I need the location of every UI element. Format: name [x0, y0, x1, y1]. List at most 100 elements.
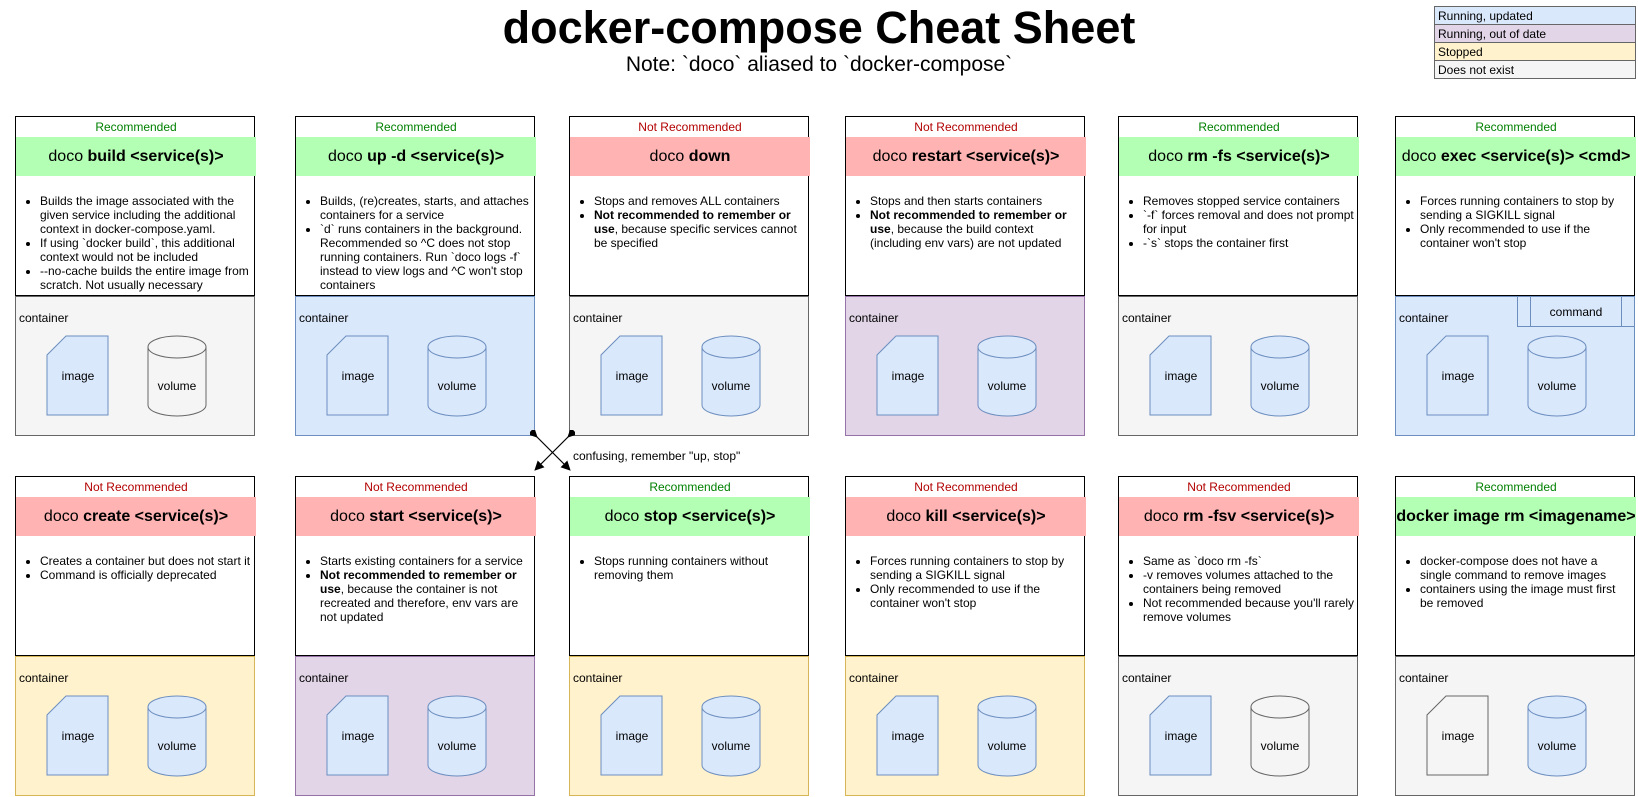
recommendation-label: Not Recommended — [364, 480, 468, 494]
description-bullet: Starts existing containers for a service — [320, 554, 532, 568]
command-prefix: doco — [1401, 148, 1441, 165]
bullet-text: `-f` forces removal and does not prompt … — [1143, 208, 1354, 236]
image-shape: image — [1149, 335, 1213, 417]
command-title: doco build <service(s)> — [16, 137, 256, 176]
recommendation-label: Recommended — [95, 120, 177, 134]
image-label: image — [61, 729, 95, 743]
recommendation-label: Recommended — [1198, 120, 1280, 134]
volume-cylinder-icon — [701, 335, 761, 417]
bullet-text: Forces running containers to stop by sen… — [1420, 194, 1615, 222]
bullet-text: Forces running containers to stop by sen… — [870, 554, 1065, 582]
volume-cylinder-icon — [1250, 695, 1310, 777]
image-shape: image — [46, 695, 110, 777]
command-name: start <service(s)> — [369, 508, 502, 525]
command-name: docker image rm <imagename> — [1396, 508, 1636, 525]
volume-cylinder-icon — [427, 335, 487, 417]
card-header: Recommended doco build <service(s)> Buil… — [15, 116, 256, 296]
volume-shape: volume — [701, 695, 761, 777]
command-name: up -d <service(s)> — [367, 148, 505, 165]
container-box: container image volume — [845, 296, 1085, 436]
container-box: container image volume — [295, 296, 535, 436]
container-label: container — [849, 671, 899, 685]
container-label: container — [19, 671, 69, 685]
command-prefix: doco — [327, 148, 368, 165]
command-card: Recommended doco build <service(s)> Buil… — [15, 116, 256, 436]
command-card: Recommended doco exec <service(s)> <cmd>… — [1395, 116, 1636, 436]
volume-cylinder-icon — [977, 695, 1037, 777]
volume-label: volume — [1260, 739, 1300, 753]
command-prefix: doco — [649, 148, 689, 165]
recommendation-label: Recommended — [1475, 480, 1557, 494]
volume-cylinder-icon — [427, 695, 487, 777]
container-label: container — [1399, 671, 1449, 685]
bullet-text: Builds, (re)creates, starts, and attache… — [320, 194, 529, 222]
image-document-icon — [600, 695, 663, 776]
image-label: image — [1441, 729, 1475, 743]
image-label: image — [61, 369, 95, 383]
bullet-text: --no-cache builds the entire image from … — [40, 264, 249, 292]
description-bullet: Only recommended to use if the container… — [1420, 222, 1632, 250]
command-name: restart <service(s)> — [911, 148, 1060, 165]
description-bullet: Not recommended because you'll rarely re… — [1143, 596, 1355, 624]
volume-label: volume — [1260, 379, 1300, 393]
description-bullet: Removes stopped service containers — [1143, 194, 1355, 208]
volume-shape: volume — [1527, 695, 1587, 777]
container-box: container image volume — [15, 656, 255, 796]
description-bullet: Only recommended to use if the container… — [870, 582, 1082, 610]
volume-shape: volume — [1250, 695, 1310, 777]
legend-item-stopped: Stopped — [1434, 42, 1636, 61]
description-bullet: --no-cache builds the entire image from … — [40, 264, 252, 292]
container-box: container image volume — [295, 656, 535, 796]
container-box: container image volume — [15, 296, 255, 436]
bullet-emphasis: Not recommended to remember or use — [870, 208, 1067, 236]
volume-shape: volume — [427, 335, 487, 417]
description-bullet: Not recommended to remember or use, beca… — [594, 208, 806, 250]
image-label: image — [1441, 369, 1475, 383]
image-label: image — [615, 369, 649, 383]
volume-shape: volume — [1527, 335, 1587, 417]
bullet-text: If using `docker build`, this additional… — [40, 236, 235, 264]
card-header: Recommended doco up -d <service(s)> Buil… — [295, 116, 536, 296]
bullet-text: containers using the image must first be… — [1420, 582, 1616, 610]
command-prefix: doco — [886, 508, 926, 525]
volume-label: volume — [711, 739, 751, 753]
bullet-text: Stops and then starts containers — [870, 194, 1043, 208]
command-name: create <service(s)> — [83, 508, 229, 525]
image-document-icon — [326, 695, 389, 776]
command-prefix: doco — [604, 508, 644, 525]
volume-label: volume — [157, 739, 197, 753]
volume-label: volume — [711, 379, 751, 393]
recommendation-label: Not Recommended — [1187, 480, 1291, 494]
container-box: container image volume — [1395, 656, 1635, 796]
container-box: container image volume — [1118, 296, 1358, 436]
bullet-text: `d` runs containers in the background. R… — [320, 222, 523, 292]
image-document-icon — [46, 335, 109, 416]
legend-item-does-not-exist: Does not exist — [1434, 60, 1636, 79]
recommendation-label: Not Recommended — [638, 120, 742, 134]
image-label: image — [891, 369, 925, 383]
card-header: Not Recommended doco rm -fsv <service(s)… — [1118, 476, 1359, 656]
description-bullet: Not recommended to remember or use, beca… — [870, 208, 1082, 250]
volume-cylinder-icon — [701, 695, 761, 777]
description-bullet: Stops and removes ALL containers — [594, 194, 806, 208]
card-header: Not Recommended doco restart <service(s)… — [845, 116, 1086, 296]
recommendation-label: Recommended — [1475, 120, 1557, 134]
container-box: container image volume — [845, 656, 1085, 796]
container-box: container command image volume — [1395, 296, 1635, 436]
volume-shape: volume — [147, 695, 207, 777]
description-bullet: Command is officially deprecated — [40, 568, 252, 582]
description-list: Removes stopped service containers`-f` f… — [1123, 194, 1355, 250]
volume-shape: volume — [1250, 335, 1310, 417]
command-title: doco up -d <service(s)> — [296, 137, 536, 176]
bullet-text: Removes stopped service containers — [1143, 194, 1340, 208]
command-card: Recommended docker image rm <imagename> … — [1395, 476, 1636, 796]
image-document-icon — [1149, 335, 1212, 416]
description-bullet: -v removes volumes attached to the conta… — [1143, 568, 1355, 596]
image-shape: image — [600, 335, 664, 417]
command-prefix: doco — [43, 508, 84, 525]
description-bullet: Forces running containers to stop by sen… — [1420, 194, 1632, 222]
command-name: kill <service(s)> — [925, 508, 1046, 525]
description-bullet: Builds, (re)creates, starts, and attache… — [320, 194, 532, 222]
volume-label: volume — [1537, 739, 1577, 753]
volume-cylinder-icon — [977, 335, 1037, 417]
